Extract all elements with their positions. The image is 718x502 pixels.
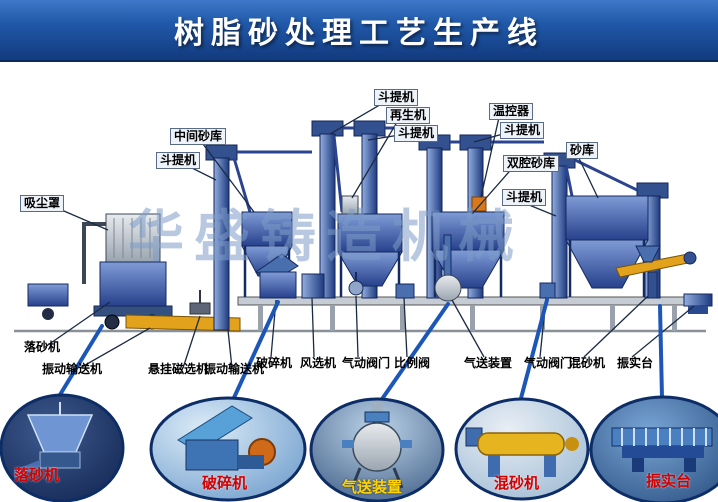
callout-lines (44, 98, 695, 369)
small-machines (254, 234, 713, 314)
label-pneumatic-valve-2: 气动阀门 (524, 356, 573, 370)
callout-label-shakeout: 落砂机 (14, 466, 60, 484)
label-pneumatic-conveyor: 气送装置 (464, 356, 513, 370)
label-pneumatic-valve-1: 气动阀门 (342, 356, 391, 370)
callout-label-compaction-table: 振实台 (646, 472, 692, 490)
callout-label-pneumatic-conveyor: 气送装置 (342, 478, 403, 496)
label-magnetic-separator: 悬挂磁选机 (148, 362, 209, 376)
sand-mixer-photo (454, 397, 590, 501)
label-dust-hood: 吸尘罩 (20, 195, 65, 212)
compaction-table-photo (589, 395, 718, 502)
page-title: 树脂砂处理工艺生产线 (174, 16, 544, 51)
label-bucket-elevator-mid: 斗提机 (394, 125, 439, 142)
label-vibrating-conveyor-1: 振动输送机 (42, 362, 103, 376)
title-banner: 树脂砂处理工艺生产线 (0, 0, 718, 62)
callout-label-sand-mixer: 混砂机 (494, 474, 540, 492)
label-intermediate-sand-silo: 中间砂库 (170, 128, 227, 145)
label-air-classifier: 风选机 (300, 356, 337, 370)
callout-label-crusher: 破碎机 (202, 474, 248, 492)
pipes (232, 126, 638, 213)
shakeout-photo (0, 393, 125, 502)
pneumatic-conveyor-photo (309, 397, 445, 502)
label-bucket-elevator-top: 斗提机 (374, 89, 419, 106)
label-vibrating-conveyor-2: 振动输送机 (204, 362, 265, 376)
label-bucket-elevator-right: 斗提机 (502, 189, 547, 206)
label-temperature-controller: 温控器 (489, 103, 534, 120)
vibrating-conveyor (125, 290, 241, 332)
dust-hood-unit (27, 213, 173, 330)
connector-lines (56, 298, 664, 404)
label-shakeout-machine: 落砂机 (24, 340, 61, 354)
sand-silos (241, 195, 649, 297)
label-sand-silo: 砂库 (566, 142, 599, 159)
label-bucket-elevator-left: 斗提机 (156, 152, 201, 169)
label-crusher: 破碎机 (256, 356, 293, 370)
label-compaction-table: 振实台 (617, 356, 654, 370)
label-proportional-valve: 比例阀 (394, 356, 431, 370)
label-regenerator: 再生机 (386, 107, 431, 124)
label-double-chamber-silo: 双腔砂库 (503, 155, 560, 172)
label-sand-mixer: 混砂机 (569, 356, 606, 370)
label-bucket-elevator-4: 斗提机 (500, 122, 545, 139)
crusher-photo (149, 396, 307, 502)
